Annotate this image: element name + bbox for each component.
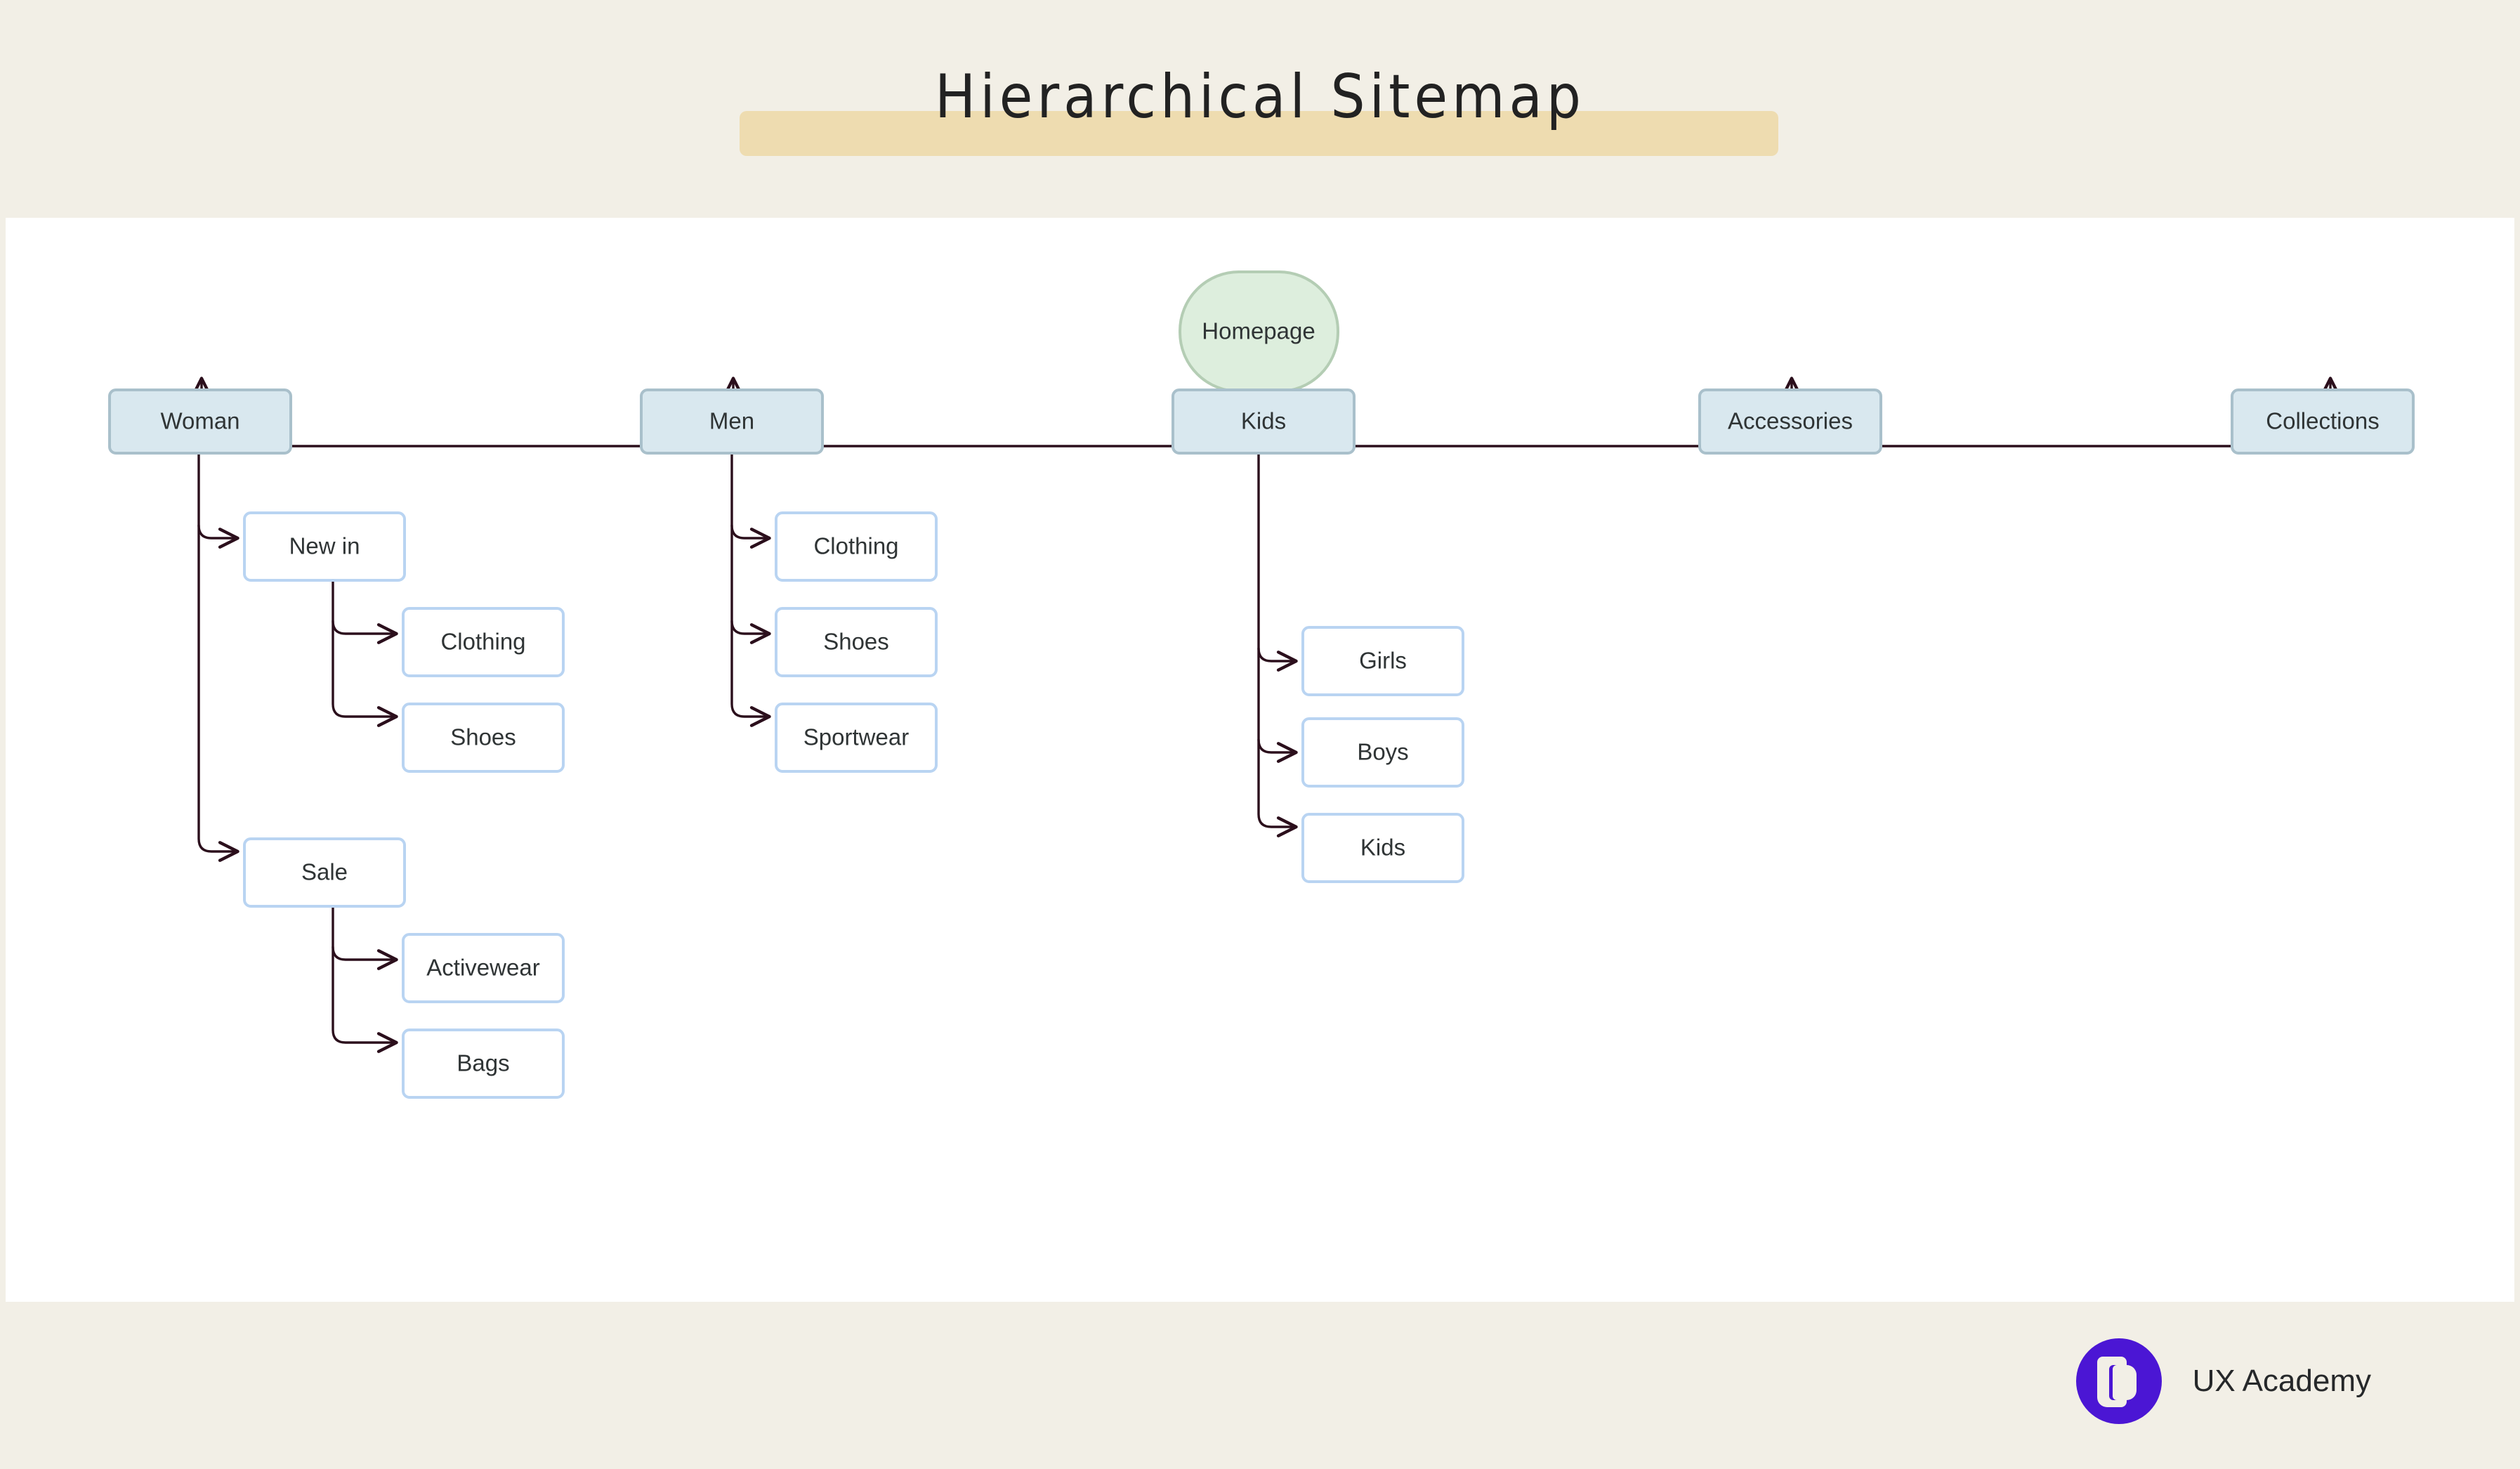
node-collections[interactable]: Collections xyxy=(2231,389,2415,455)
node-woman-new-in-shape[interactable] xyxy=(243,511,406,582)
node-layer: Homepage Woman Men Kids Accessorie xyxy=(108,270,2415,1099)
edge-sale-activewear xyxy=(332,946,398,970)
node-kids-kids-shape[interactable] xyxy=(1301,813,1464,883)
node-woman-new-in-shoes[interactable]: Shoes xyxy=(402,703,565,773)
node-kids-label: Kids xyxy=(1241,408,1286,434)
node-homepage-label: Homepage xyxy=(1202,318,1315,344)
node-kids-girls[interactable]: Girls xyxy=(1301,626,1464,696)
edge-sale-bags xyxy=(332,906,398,1053)
node-men-clothing-label: Clothing xyxy=(813,533,898,559)
poster-footer: UX Academy xyxy=(0,1302,2520,1469)
node-woman-sale-label: Sale xyxy=(301,859,348,885)
node-woman-sale-shape[interactable] xyxy=(243,837,406,908)
node-men-sportwear[interactable]: Sportwear xyxy=(775,703,938,773)
logo-glyph-front xyxy=(2112,1365,2137,1400)
diagram-canvas: Homepage Woman Men Kids Accessorie xyxy=(6,218,2514,1302)
node-kids-kids[interactable]: Kids xyxy=(1301,813,1464,883)
node-woman[interactable]: Woman xyxy=(108,389,292,455)
node-woman-new-in-shoes-label: Shoes xyxy=(450,724,516,750)
node-men-sportwear-label: Sportwear xyxy=(803,724,909,750)
node-woman-new-in[interactable]: New in xyxy=(243,511,406,582)
node-woman-new-in-label: New in xyxy=(289,533,360,559)
sitemap-diagram: Homepage Woman Men Kids Accessorie xyxy=(108,270,2415,1099)
node-accessories-label: Accessories xyxy=(1728,408,1853,434)
edge-woman-newin xyxy=(197,524,239,549)
node-homepage[interactable]: Homepage xyxy=(1179,270,1339,393)
node-kids-boys-label: Boys xyxy=(1357,739,1408,765)
edge-newin-shoes xyxy=(332,580,398,727)
edge-woman-sale xyxy=(197,452,239,862)
node-woman-sale-activewear-label: Activewear xyxy=(426,955,539,981)
node-kids-boys[interactable]: Boys xyxy=(1301,717,1464,788)
edge-men-clothing xyxy=(730,524,771,549)
node-men-clothing[interactable]: Clothing xyxy=(775,511,938,582)
node-woman-new-in-shoes-shape[interactable] xyxy=(402,703,565,773)
ux-academy-logo-icon xyxy=(2075,1338,2162,1424)
node-kids[interactable]: Kids xyxy=(1172,389,1356,455)
title-highlight-bar xyxy=(740,111,1778,156)
node-woman-sale-bags[interactable]: Bags xyxy=(402,1029,565,1099)
brand-name: UX Academy xyxy=(2192,1364,2371,1398)
node-accessories[interactable]: Accessories xyxy=(1698,389,1882,455)
node-men-clothing-shape[interactable] xyxy=(775,511,938,582)
node-kids-girls-shape[interactable] xyxy=(1301,626,1464,696)
node-collections-label: Collections xyxy=(2266,408,2379,434)
node-woman-new-in-clothing[interactable]: Clothing xyxy=(402,607,565,677)
node-woman-new-in-clothing-label: Clothing xyxy=(440,629,525,655)
page-title: Hierarchical Sitemap xyxy=(935,62,1585,132)
node-woman-shape[interactable] xyxy=(108,389,292,455)
poster-header: Hierarchical Sitemap xyxy=(0,0,2520,218)
node-kids-kids-label: Kids xyxy=(1360,835,1405,861)
node-men-sportwear-shape[interactable] xyxy=(775,703,938,773)
node-men-label: Men xyxy=(709,408,754,434)
node-men-shoes-shape[interactable] xyxy=(775,607,938,677)
node-men-shape[interactable] xyxy=(640,389,824,455)
edge-men-shoes xyxy=(730,620,771,644)
edge-kids-boys xyxy=(1257,738,1298,763)
node-woman-sale-bags-label: Bags xyxy=(457,1050,509,1076)
node-woman-sale-bags-shape[interactable] xyxy=(402,1029,565,1099)
node-men-shoes-label: Shoes xyxy=(823,629,889,655)
edge-men-sportwear xyxy=(730,453,771,727)
node-men-shoes[interactable]: Shoes xyxy=(775,607,938,677)
node-woman-sale[interactable]: Sale xyxy=(243,837,406,908)
node-kids-boys-shape[interactable] xyxy=(1301,717,1464,788)
node-woman-new-in-clothing-shape[interactable] xyxy=(402,607,565,677)
node-kids-shape[interactable] xyxy=(1172,389,1356,455)
edge-newin-clothing xyxy=(332,620,398,644)
edge-kids-girls xyxy=(1257,647,1298,672)
node-accessories-shape[interactable] xyxy=(1698,389,1882,455)
edge-kids-kids xyxy=(1257,453,1298,837)
node-collections-shape[interactable] xyxy=(2231,389,2415,455)
node-kids-girls-label: Girls xyxy=(1359,648,1407,674)
node-woman-sale-activewear[interactable]: Activewear xyxy=(402,933,565,1003)
node-woman-sale-activewear-shape[interactable] xyxy=(402,933,565,1003)
brand-lockup: UX Academy xyxy=(2075,1338,2371,1424)
node-woman-label: Woman xyxy=(160,408,239,434)
node-men[interactable]: Men xyxy=(640,389,824,455)
